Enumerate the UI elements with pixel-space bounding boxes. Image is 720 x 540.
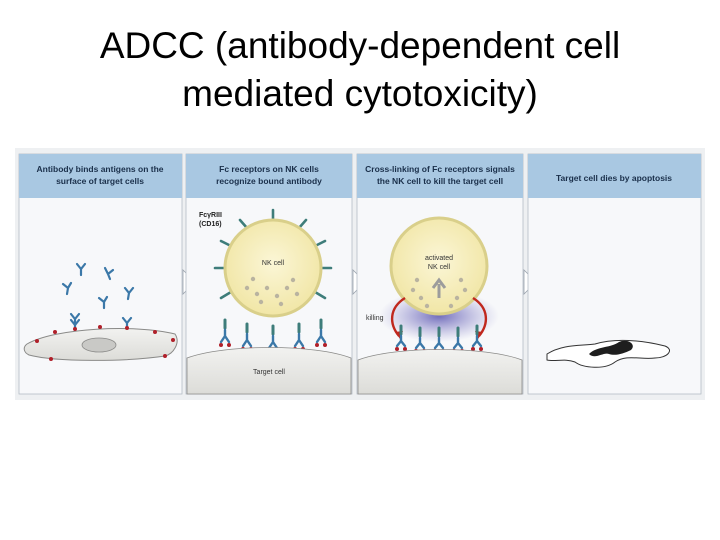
adcc-diagram: Antibody binds antigens on the surface o… <box>15 148 705 400</box>
panel-3-header-line-2: the NK cell to kill the target cell <box>377 176 503 186</box>
slide-title: ADCC (antibody-dependent cell mediated c… <box>0 22 720 118</box>
antibody-icon <box>75 262 87 277</box>
panel-4-header-line-1: Target cell dies by apoptosis <box>556 173 672 183</box>
panel-1-header <box>19 154 182 198</box>
granules <box>244 276 300 307</box>
panel-2-header-line-2: recognize bound antibody <box>216 176 322 186</box>
panel-1-header-line-2: surface of target cells <box>56 176 144 186</box>
antibody-icon <box>123 286 135 301</box>
target-cell-surface <box>186 347 352 395</box>
free-antibodies <box>61 262 135 327</box>
panel-4-header <box>528 154 701 198</box>
nk-cell: NK cell <box>213 208 333 318</box>
fc-receptor-label-line-2: (CD16) <box>199 221 222 228</box>
nk-cell-label: NK cell <box>262 260 285 267</box>
apoptotic-cell-outline <box>546 339 670 368</box>
panel-1-header-line-1: Antibody binds antigens on the <box>36 164 163 174</box>
antigens <box>35 325 175 361</box>
antibody-icon <box>103 266 115 281</box>
fragmented-nucleus <box>589 340 633 357</box>
panel-3: Cross-linking of Fc receptors signals th… <box>356 153 524 395</box>
granules <box>410 277 468 309</box>
slide-title-line-1: ADCC (antibody-dependent cell <box>99 25 621 66</box>
target-cell-surface <box>357 349 523 395</box>
panel-1: Antibody binds antigens on the surface o… <box>18 153 183 395</box>
panel-2-header <box>186 154 352 198</box>
panel-3-header <box>357 154 523 198</box>
panel-2: Fc receptors on NK cells recognize bound… <box>185 153 353 395</box>
panel-4: Target cell dies by apoptosis <box>527 153 702 395</box>
fc-receptor-label-line-1: FcγRIII <box>199 212 222 219</box>
antibody-icon <box>97 295 109 310</box>
nk-cell-body <box>223 218 323 318</box>
target-cell-label: Target cell <box>253 369 285 376</box>
adcc-figure: Antibody binds antigens on the surface o… <box>15 148 705 400</box>
antibody-icon <box>61 281 73 296</box>
target-cell-nucleus <box>81 337 117 353</box>
killing-label: killing <box>366 315 384 322</box>
activated-nk-cell: activated NK cell <box>389 216 489 316</box>
activated-label-line-1: activated <box>425 255 453 262</box>
slide-title-line-2: mediated cytotoxicity) <box>182 73 538 114</box>
panel-2-header-line-1: Fc receptors on NK cells <box>219 164 319 174</box>
panel-3-header-line-1: Cross-linking of Fc receptors signals <box>365 164 515 174</box>
signal-arrow-icon <box>431 277 447 298</box>
activated-label-line-2: NK cell <box>428 264 451 271</box>
